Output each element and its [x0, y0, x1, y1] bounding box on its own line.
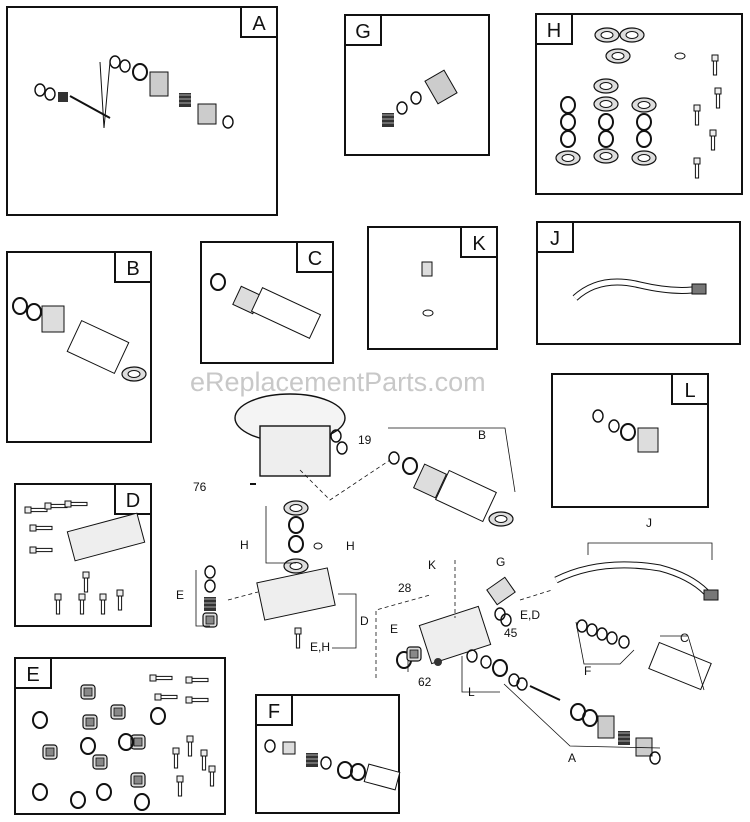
kit-label-e: E — [14, 657, 52, 689]
callout-28: 28 — [398, 581, 412, 595]
kit-d-parts — [24, 500, 146, 615]
kit-label-k: K — [460, 226, 498, 258]
kit-b-parts — [12, 297, 147, 382]
kit-l-parts — [592, 409, 659, 453]
callout-c: C — [680, 631, 689, 645]
kit-label-b: B — [114, 251, 152, 283]
callout-j: J — [646, 516, 652, 530]
kit-c-parts — [210, 273, 322, 339]
kit-j-parts — [572, 278, 707, 301]
kit-box-f: F — [255, 694, 400, 814]
kit-label-h: H — [535, 13, 573, 45]
callout-e-left: E — [176, 588, 184, 602]
watermark: eReplacementParts.com — [190, 367, 486, 397]
main-assembly — [195, 393, 719, 765]
kit-k-parts — [421, 261, 434, 317]
kit-a-parts — [34, 55, 234, 129]
callout-h-right: H — [346, 539, 355, 553]
kit-label-c: C — [296, 241, 334, 273]
kit-g-parts — [381, 69, 458, 128]
kit-box-g: G — [344, 14, 490, 156]
callout-h-left: H — [240, 538, 249, 552]
callout-d: D — [360, 614, 369, 628]
callout-f: F — [584, 664, 591, 678]
callout-b: B — [478, 428, 486, 442]
kit-f-parts — [264, 739, 401, 791]
callout-62: 62 — [418, 675, 432, 689]
kit-label-j: J — [536, 221, 574, 253]
callout-45: 45 — [504, 626, 518, 640]
callout-g: G — [496, 555, 505, 569]
callout-k: K — [428, 558, 436, 572]
kit-label-a: A — [240, 6, 278, 38]
callout-19: 19 — [358, 433, 372, 447]
kit-label-l: L — [671, 373, 709, 405]
kit-label-f: F — [255, 694, 293, 726]
kit-box-a: A — [6, 6, 278, 216]
callout-a: A — [568, 751, 576, 765]
callout-l: L — [468, 685, 475, 699]
kit-e-parts — [32, 674, 216, 811]
callout-e-h: E,H — [310, 640, 330, 654]
callout-76: 76 — [193, 480, 207, 494]
callout-e-d: E,D — [520, 608, 540, 622]
callout-e-right: E — [390, 622, 398, 636]
kit-h-parts — [555, 27, 722, 179]
kit-label-g: G — [344, 14, 382, 46]
kit-box-k: K — [367, 226, 498, 350]
